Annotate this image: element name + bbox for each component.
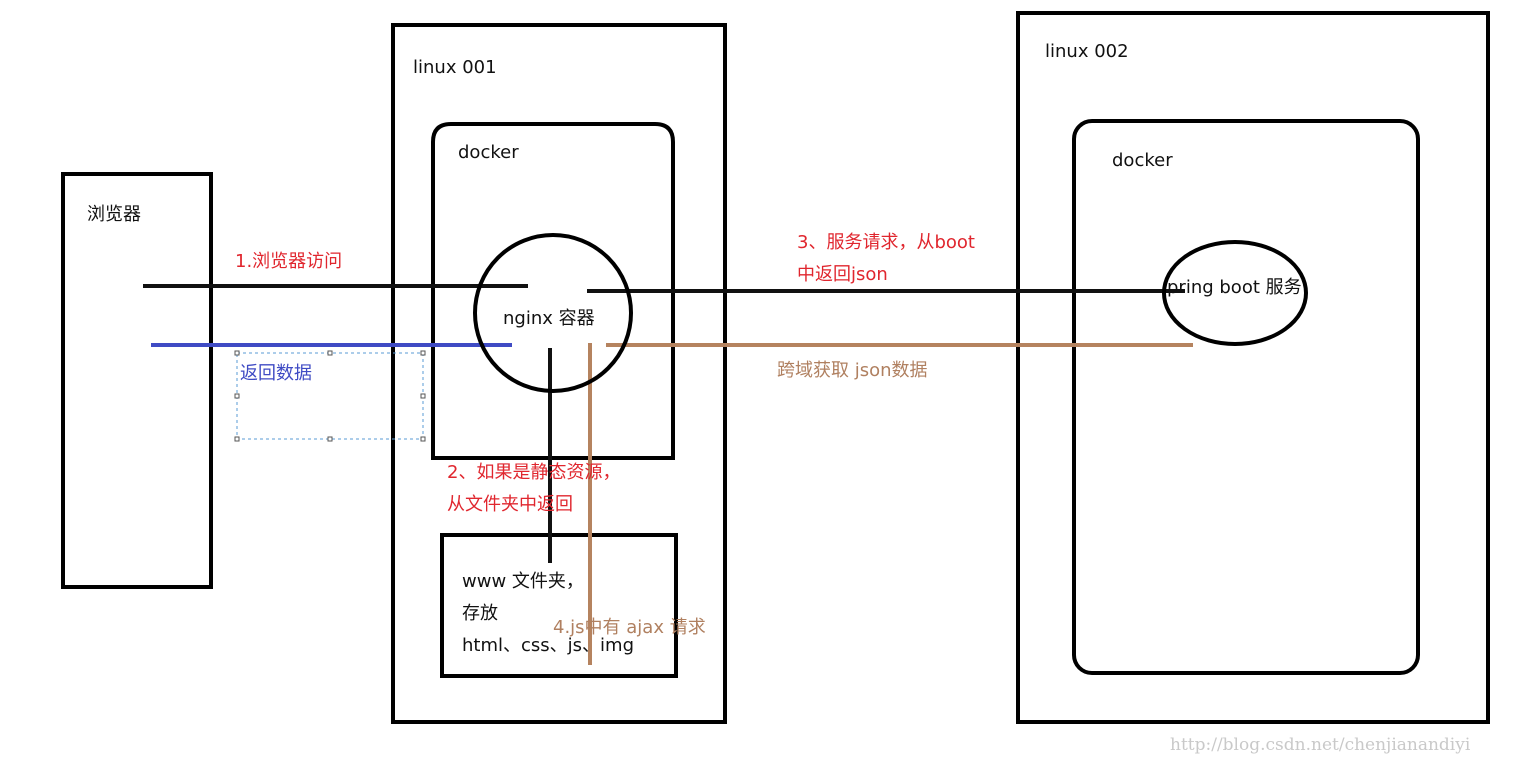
watermark-text: http://blog.csdn.net/chenjianandiyi (1170, 735, 1471, 755)
return-data-label: 返回数据 (240, 363, 312, 384)
docker1-label: docker (458, 142, 519, 163)
www-label-line2: 存放 (462, 603, 498, 624)
docker1-box (431, 122, 675, 460)
step3-label-line1: 3、服务请求，从boot (797, 232, 975, 253)
linux002-label: linux 002 (1045, 41, 1129, 62)
docker2-box (1072, 119, 1420, 675)
step3-label-line2: 中返回json (797, 264, 888, 285)
linux001-box (391, 23, 727, 724)
browser-box (61, 172, 213, 589)
step2-label-line1: 2、如果是静态资源， (447, 462, 621, 483)
docker2-label: docker (1112, 150, 1173, 171)
nginx-label: nginx 容器 (503, 308, 595, 329)
springboot-label: pring boot 服务 (1167, 277, 1302, 298)
www-label-line3: html、css、js、img (462, 635, 634, 656)
www-label-line1: www 文件夹， (462, 571, 584, 592)
www-folder-box (440, 533, 678, 678)
linux001-label: linux 001 (413, 57, 497, 78)
step2-label-line2: 从文件夹中返回 (447, 494, 573, 515)
nginx-circle (473, 233, 633, 393)
step4-label: 4.js中有 ajax 请求 (553, 617, 706, 638)
browser-label: 浏览器 (87, 204, 141, 225)
linux002-box (1016, 11, 1490, 724)
cross-domain-label: 跨域获取 json数据 (777, 360, 928, 381)
springboot-ellipse (1162, 240, 1308, 346)
selection-handles (234, 350, 426, 442)
step1-label: 1.浏览器访问 (235, 251, 343, 272)
